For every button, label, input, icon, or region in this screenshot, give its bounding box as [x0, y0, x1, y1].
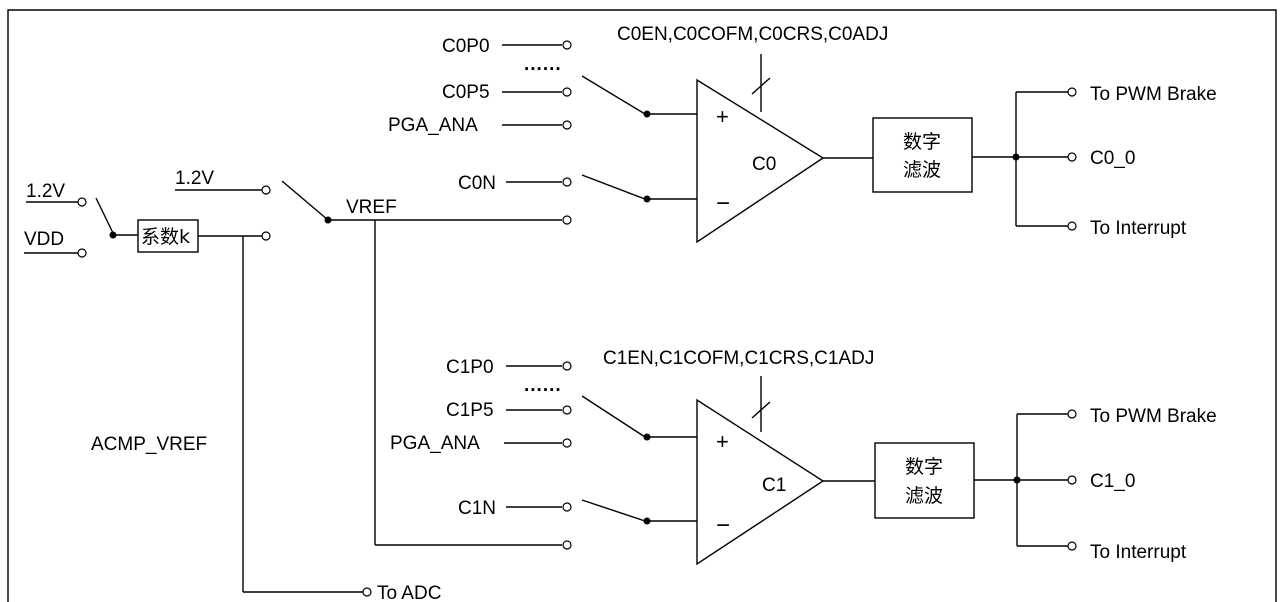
c1-out-signal-label: C1_0	[1090, 471, 1135, 492]
c1-neg-input-label: C1N	[458, 498, 496, 519]
c1-comparator-triangle	[696, 398, 825, 566]
frame-border	[7, 9, 1277, 602]
c0-plus-sign: +	[716, 104, 729, 129]
ref-option-v12-label: 1.2V	[175, 168, 214, 189]
ref-source-switch	[95, 197, 114, 234]
c1-neg-input-pin	[562, 502, 572, 512]
scale-output-pin	[261, 231, 271, 241]
c0-neg-mux-switch	[581, 174, 646, 200]
c0-out-pwm-pin	[1067, 87, 1077, 97]
c1-minus-sign: −	[716, 512, 730, 539]
to-adc-pin	[362, 587, 372, 597]
c1-out-pwm-label: To PWM Brake	[1090, 406, 1217, 427]
c1-pos-mux-switch	[581, 395, 646, 438]
c1-input-pga-label: PGA_ANA	[390, 433, 480, 454]
c1-out-pwm-pin	[1067, 409, 1077, 419]
c1-out-irq-pin	[1067, 541, 1077, 551]
vref-c0-pin	[562, 215, 572, 225]
c1-input-p0-label: C1P0	[446, 357, 494, 378]
c1-input-p5-pin	[562, 405, 572, 415]
c1-filter-line2: 滤波	[905, 485, 943, 507]
c0-control-bus-slash	[751, 77, 771, 95]
c1-input-pga-pin	[562, 438, 572, 448]
vref-c1-pin	[562, 540, 572, 550]
c0-out-irq-label: To Interrupt	[1090, 218, 1187, 239]
c1-input-p0-pin	[562, 361, 572, 371]
c1-neg-mux-switch	[581, 499, 646, 522]
c0-out-signal-pin	[1067, 152, 1077, 162]
c0-control-bus-label: C0EN,C0COFM,C0CRS,C0ADJ	[617, 24, 888, 45]
c0-input-pga-label: PGA_ANA	[388, 115, 478, 136]
c1-input-p5-label: C1P5	[446, 400, 494, 421]
c1-control-bus-slash	[751, 401, 771, 419]
c0-neg-input-label: C0N	[458, 173, 496, 194]
c0-input-p5-label: C0P5	[442, 82, 490, 103]
c0-digital-filter-block	[872, 117, 973, 193]
c1-control-bus-label: C1EN,C1COFM,C1CRS,C1ADJ	[603, 348, 874, 369]
c0-filter-line1: 数字	[903, 131, 941, 153]
c0-out-irq-pin	[1067, 221, 1077, 231]
c0-input-pga-pin	[562, 120, 572, 130]
vdd-source-label: VDD	[24, 229, 64, 250]
c0-input-p0-label: C0P0	[442, 36, 490, 57]
c0-comparator-name: C0	[752, 154, 776, 175]
comparator-c0-section: C0EN,C0COFM,C0CRS,C0ADJ C0P0 ...... C0P5…	[388, 24, 1217, 244]
c0-pos-mux-switch	[581, 75, 646, 115]
vdd-source-pin	[77, 248, 87, 258]
c1-filter-line1: 数字	[905, 456, 943, 478]
ref-option-v12-pin	[261, 185, 271, 195]
c0-out-pwm-label: To PWM Brake	[1090, 84, 1217, 105]
c1-out-irq-label: To Interrupt	[1090, 542, 1187, 563]
c0-input-p0-pin	[562, 40, 572, 50]
vref-label: VREF	[346, 197, 397, 218]
vref-select-switch	[281, 180, 329, 221]
v12-source-label: 1.2V	[26, 181, 65, 202]
c0-input-ellipsis: ......	[524, 54, 562, 75]
c0-input-p5-pin	[562, 87, 572, 97]
acmp-vref-label: ACMP_VREF	[91, 434, 207, 455]
c0-comparator-triangle	[696, 78, 825, 244]
c0-neg-input-pin	[562, 177, 572, 187]
comparator-c1-section: C1EN,C1COFM,C1CRS,C1ADJ C1P0 ...... C1P5…	[390, 348, 1217, 566]
c1-plus-sign: +	[716, 429, 729, 454]
c0-filter-line2: 滤波	[903, 159, 941, 181]
to-adc-label: To ADC	[377, 583, 441, 602]
c1-out-signal-pin	[1067, 475, 1077, 485]
c0-out-signal-label: C0_0	[1090, 148, 1135, 169]
c1-comparator-name: C1	[762, 475, 786, 496]
c0-minus-sign: −	[716, 190, 730, 217]
scale-factor-label: 系数k	[141, 226, 190, 248]
v12-source-pin	[77, 197, 87, 207]
c1-input-ellipsis: ......	[524, 375, 562, 396]
